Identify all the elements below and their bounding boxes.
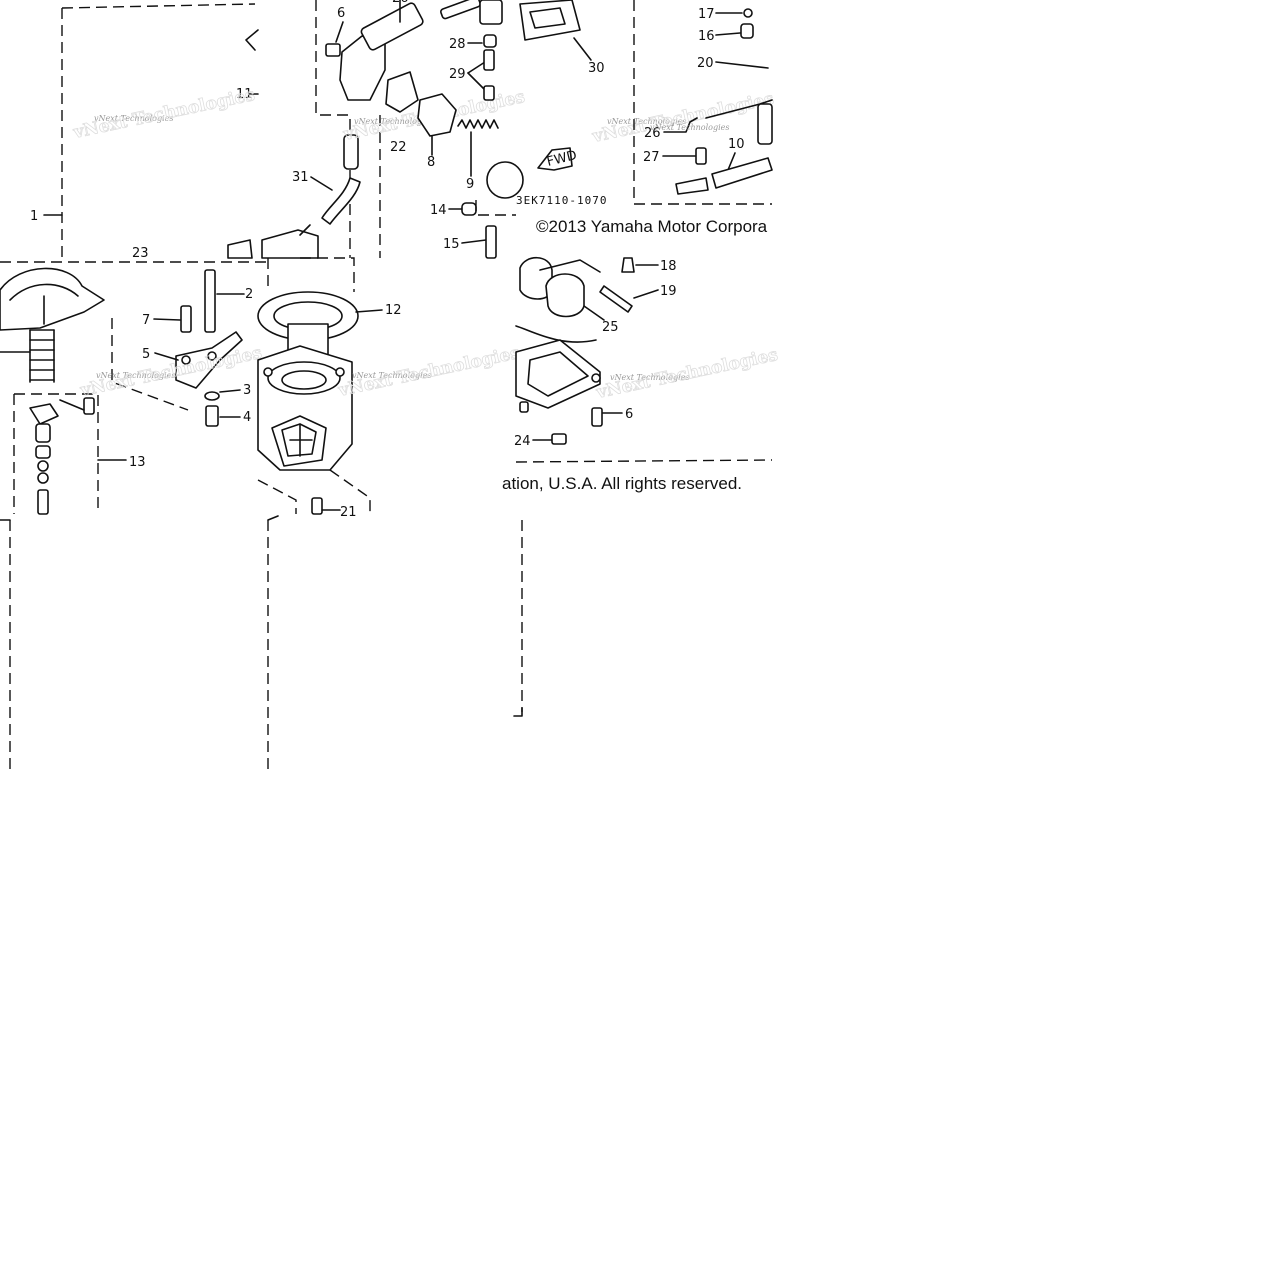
- callout-18: 18: [660, 259, 677, 274]
- callout-23: 23: [132, 246, 149, 261]
- callout-10: 10: [728, 137, 745, 152]
- oring-17: [743, 8, 753, 18]
- tile-middle-center: 12 21 vNext Technologies vNext Technolog…: [257, 257, 522, 520]
- callout-29: 29: [449, 67, 466, 82]
- hose-10b: [711, 157, 773, 189]
- callout-4: 4: [243, 410, 251, 425]
- screw-7: [180, 305, 192, 333]
- callout-16: 16: [698, 29, 715, 44]
- callout-15: 15: [443, 237, 460, 252]
- hose-short: [343, 134, 359, 170]
- callout-12: 12: [385, 303, 402, 318]
- cap-28: [483, 34, 497, 48]
- cap-14: [461, 202, 477, 216]
- callout-7: 7: [142, 313, 150, 328]
- jet-16: [740, 23, 754, 39]
- reference-code: 3EK7110-1070: [516, 194, 607, 207]
- callout-3: 3: [243, 383, 251, 398]
- callout-21: 21: [340, 505, 357, 520]
- float-right: [545, 273, 585, 318]
- tile-middle-left: 23 2 7 5 3 4 13: [0, 246, 272, 515]
- screw-27: [695, 147, 707, 165]
- air-box-fragment: [261, 229, 319, 259]
- callout-30: 30: [588, 61, 605, 76]
- callout-27: 27: [643, 150, 660, 165]
- svg-text:vNext Technologies: vNext Technologies: [610, 373, 689, 382]
- callout-5: 5: [142, 347, 150, 362]
- part-8: [417, 93, 457, 137]
- needle-2: [204, 269, 216, 333]
- svg-text:vNext Technologies: vNext Technologies: [96, 371, 175, 380]
- fwd-label: FWD: [545, 148, 578, 170]
- callout-24: 24: [514, 434, 531, 449]
- callout-1: 1: [30, 209, 38, 224]
- drain-screw-24: [551, 433, 567, 445]
- callout-2: 2: [245, 287, 253, 302]
- callout-14: 14: [430, 203, 447, 218]
- fwd-arrow: [537, 147, 573, 171]
- svg-text:vNext Technologies: vNext Technologies: [650, 123, 729, 132]
- filter-30: [519, 0, 581, 41]
- svg-text:vNext Technologies: vNext Technologies: [352, 371, 431, 380]
- callout-6b: 6: [625, 407, 633, 422]
- callout-31: 31: [292, 170, 309, 185]
- spring-4: [205, 405, 219, 427]
- tile-top-left: 1 11 vNext Technologies vNext Technologi…: [30, 3, 259, 259]
- gasket-22: [385, 71, 419, 113]
- svg-text:vNext Technologies: vNext Technologies: [607, 117, 686, 126]
- callout-9: 9: [466, 177, 474, 192]
- callout-8: 8: [427, 155, 435, 170]
- callout-26b: 26: [644, 126, 661, 141]
- hose-10a: [675, 177, 709, 195]
- callout-25: 25: [602, 320, 619, 335]
- needle-valve-18: [621, 257, 635, 273]
- float-chamber: [515, 339, 601, 409]
- plate-5: [175, 331, 243, 389]
- callout-17: 17: [698, 7, 715, 22]
- callout-11: 11: [236, 87, 253, 102]
- watermark: vNext Technologies: [94, 114, 173, 123]
- holder-13: [29, 403, 59, 425]
- tile-top-right: 17 16 20 26 27 10 vNext Technologies: [633, 0, 773, 205]
- tile-bottom: [0, 515, 523, 770]
- callout-22: 22: [390, 140, 407, 155]
- callout-28: 28: [449, 37, 466, 52]
- callout-20: 20: [697, 56, 714, 71]
- callout-6a: 6: [337, 6, 345, 21]
- washer-3: [204, 391, 220, 401]
- copyright-top: ©2013 Yamaha Motor Corpora: [536, 217, 768, 236]
- pin-15: [485, 225, 497, 259]
- tile-middle-right: 18 19 25 6 24 ation, U.S.A. All rights r…: [502, 256, 780, 493]
- callout-13: 13: [129, 455, 146, 470]
- hose-31: [321, 177, 361, 225]
- diaphragm-cover: [0, 267, 105, 331]
- screw-6b: [591, 407, 603, 427]
- callout-19: 19: [660, 284, 677, 299]
- callout-26a: 26: [392, 0, 409, 6]
- float-pin-19: [599, 285, 633, 313]
- copyright-bottom: ation, U.S.A. All rights reserved.: [502, 474, 742, 493]
- screw-6: [325, 43, 341, 57]
- cover-fragment: [227, 239, 253, 259]
- svg-text:vNext Technologies: vNext Technologies: [354, 117, 433, 126]
